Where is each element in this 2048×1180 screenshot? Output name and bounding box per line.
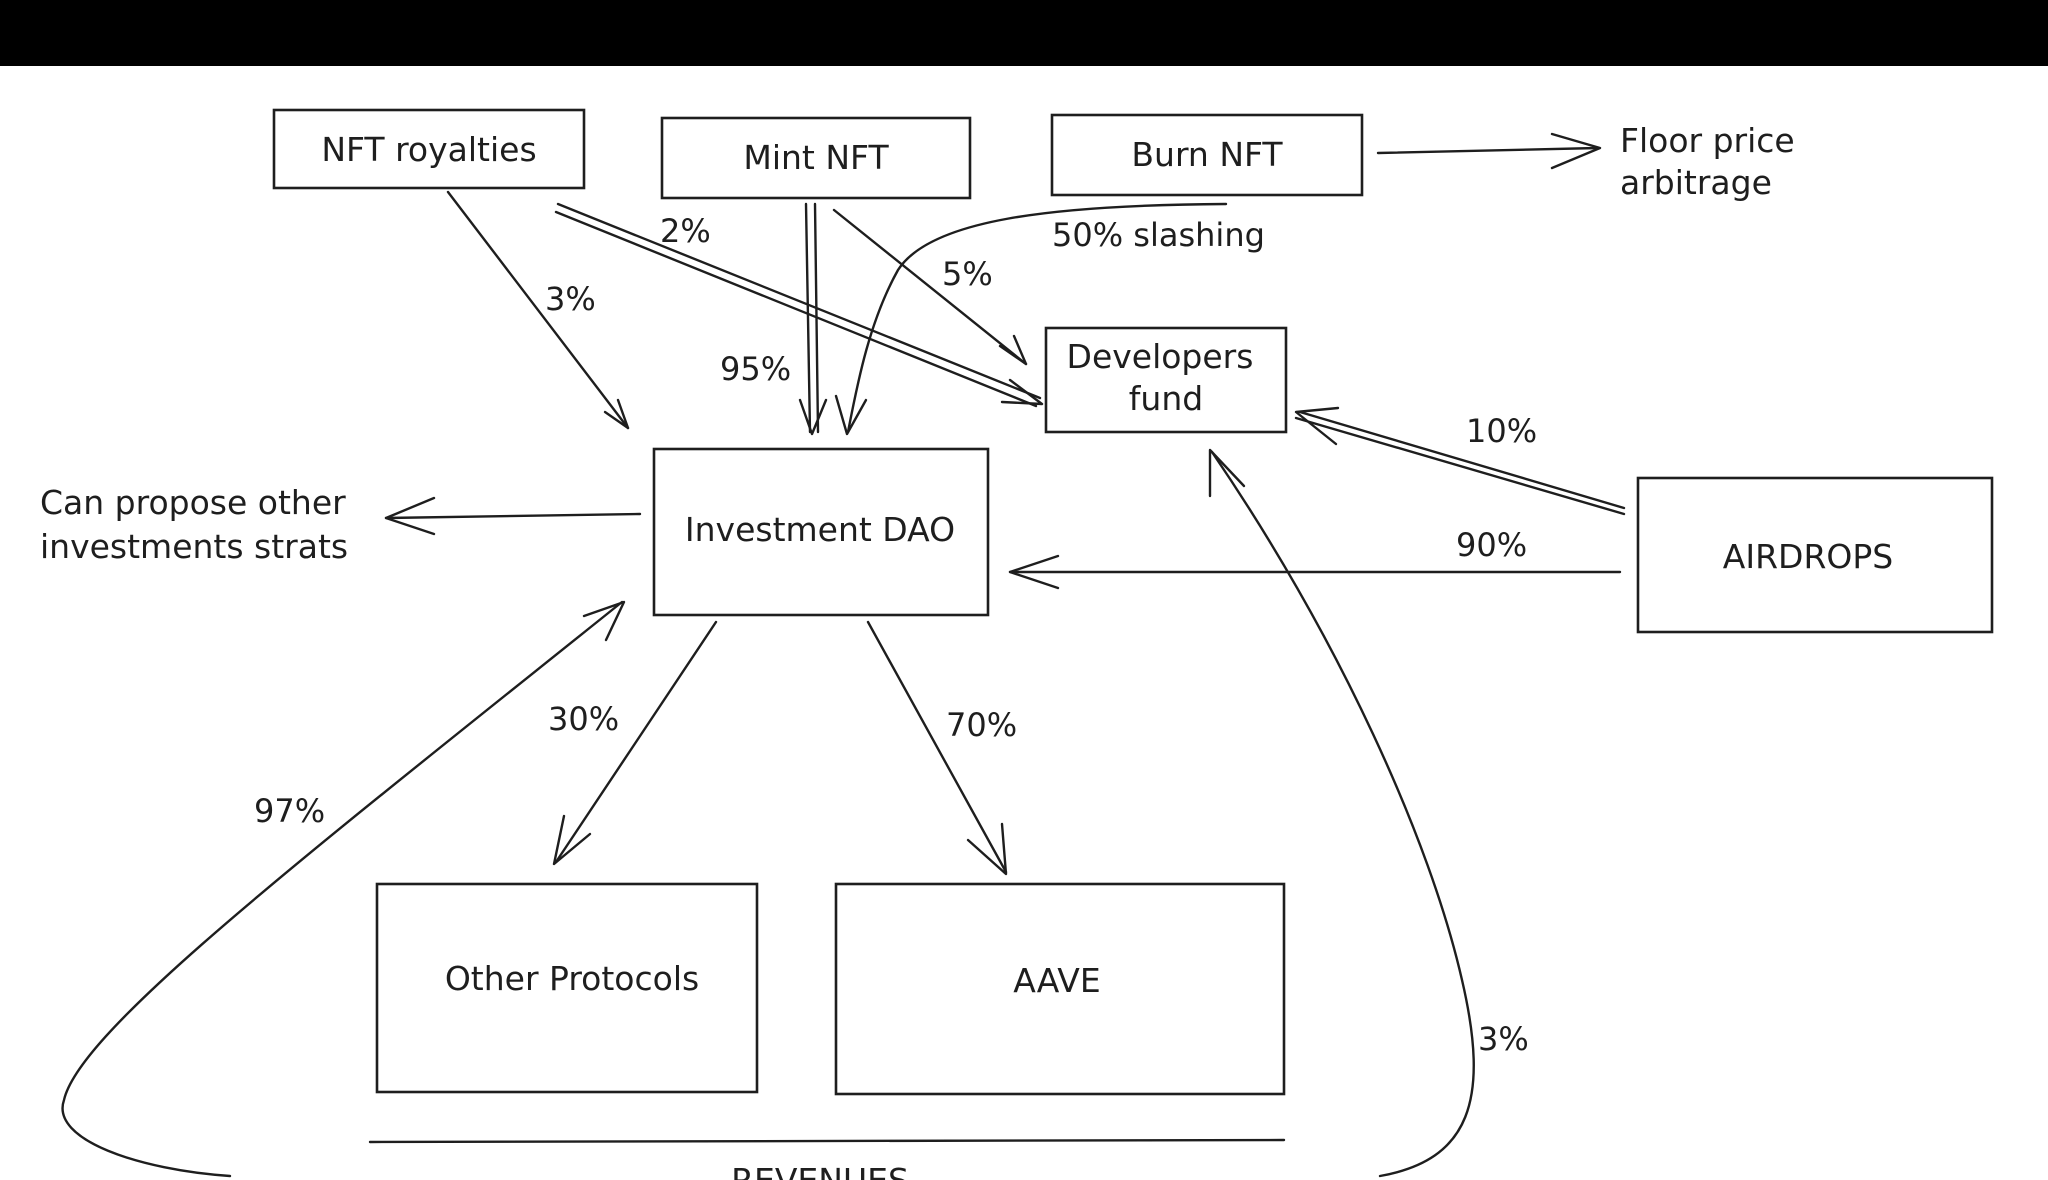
edge-label-airdrops-to-dao: 90% [1456, 526, 1527, 564]
arrowhead-royalties-to-dao [603, 398, 630, 430]
edge-revenues-to-dev [1210, 450, 1475, 1178]
burn-nft-box[interactable] [1050, 113, 1364, 197]
aave-label: AAVE [1013, 961, 1100, 1000]
edge-mint-to-dao [804, 202, 812, 434]
arrowhead-burn-to-dao [834, 394, 868, 436]
edge-label-mint-to-dao: 95% [720, 350, 791, 388]
arrowhead-dao-to-aave [966, 822, 1008, 876]
edge-label-burn-to-dao: 50% slashing [1052, 216, 1265, 254]
can-propose-label-line1: Can propose other [40, 483, 346, 522]
edge-label-royalties-to-dao: 3% [545, 280, 596, 318]
arrowhead-revenues-to-dao [582, 600, 626, 642]
revenues-divider [368, 1138, 1286, 1144]
aave-box[interactable] [834, 882, 1286, 1096]
arrowhead-mint-to-dev [998, 334, 1028, 366]
can-propose-label-line2: investments strats [40, 527, 348, 566]
edge-revenues-to-dao [61, 600, 624, 1178]
arrowhead-royalties-to-dev [1000, 378, 1044, 406]
edge-label-mint-to-dev: 5% [942, 255, 993, 293]
other-protocols-box[interactable] [375, 882, 759, 1094]
developers-fund-label-line2: fund [1129, 379, 1203, 418]
floor-price-label-line1: Floor price [1620, 121, 1795, 160]
edge-label-dao-to-aave: 70% [946, 706, 1017, 744]
burn-nft-label: Burn NFT [1131, 135, 1283, 174]
edge-dao-to-other [554, 620, 718, 864]
investment-dao-box[interactable] [652, 447, 990, 617]
airdrops-label: AIRDROPS [1723, 537, 1893, 576]
arrowhead-burn-to-floor [1550, 132, 1602, 170]
edge-label-revenues-to-dao: 97% [254, 792, 325, 830]
edge-royalties-to-dao [446, 190, 630, 430]
edge-airdrops-to-dev [1298, 410, 1626, 510]
top-black-bar [0, 0, 2048, 66]
edge-label-royalties-to-dev: 2% [660, 212, 711, 250]
airdrops-box[interactable] [1636, 476, 1994, 634]
developers-fund-box[interactable] [1044, 326, 1288, 434]
arrowhead-mint-to-dao [798, 398, 828, 436]
edge-label-airdrops-to-dev: 10% [1466, 412, 1537, 450]
nft-royalties-box[interactable] [272, 108, 586, 190]
arrowhead-airdrops-to-dao [1008, 554, 1060, 590]
nft-royalties-label: NFT royalties [321, 130, 536, 169]
edge-label-revenues-to-dev: 3% [1478, 1020, 1529, 1058]
edge-dao-to-aave [866, 620, 1008, 874]
developers-fund-label-line1: Developers [1067, 337, 1254, 376]
mint-nft-label: Mint NFT [743, 138, 889, 177]
revenues-label: REVENUES [731, 1161, 909, 1180]
edge-dao-to-propose [384, 512, 642, 520]
arrowhead-dao-to-other [552, 814, 592, 866]
edge-label-dao-to-other: 30% [548, 700, 619, 738]
edge-mint-to-dev [832, 208, 1028, 366]
floor-price-label-line2: arbitrage [1620, 163, 1772, 202]
arrowhead-dao-to-propose [384, 496, 436, 536]
edge-burn-to-floor [1376, 146, 1600, 155]
edge-royalties-to-dev [556, 202, 1042, 400]
edge-burn-to-dao [846, 202, 1228, 434]
mint-nft-box[interactable] [660, 116, 972, 200]
arrowhead-revenues-to-dev [1208, 448, 1246, 498]
other-protocols-label: Other Protocols [445, 959, 699, 998]
arrowhead-airdrops-to-dev [1294, 406, 1340, 446]
investment-dao-label: Investment DAO [685, 510, 955, 549]
